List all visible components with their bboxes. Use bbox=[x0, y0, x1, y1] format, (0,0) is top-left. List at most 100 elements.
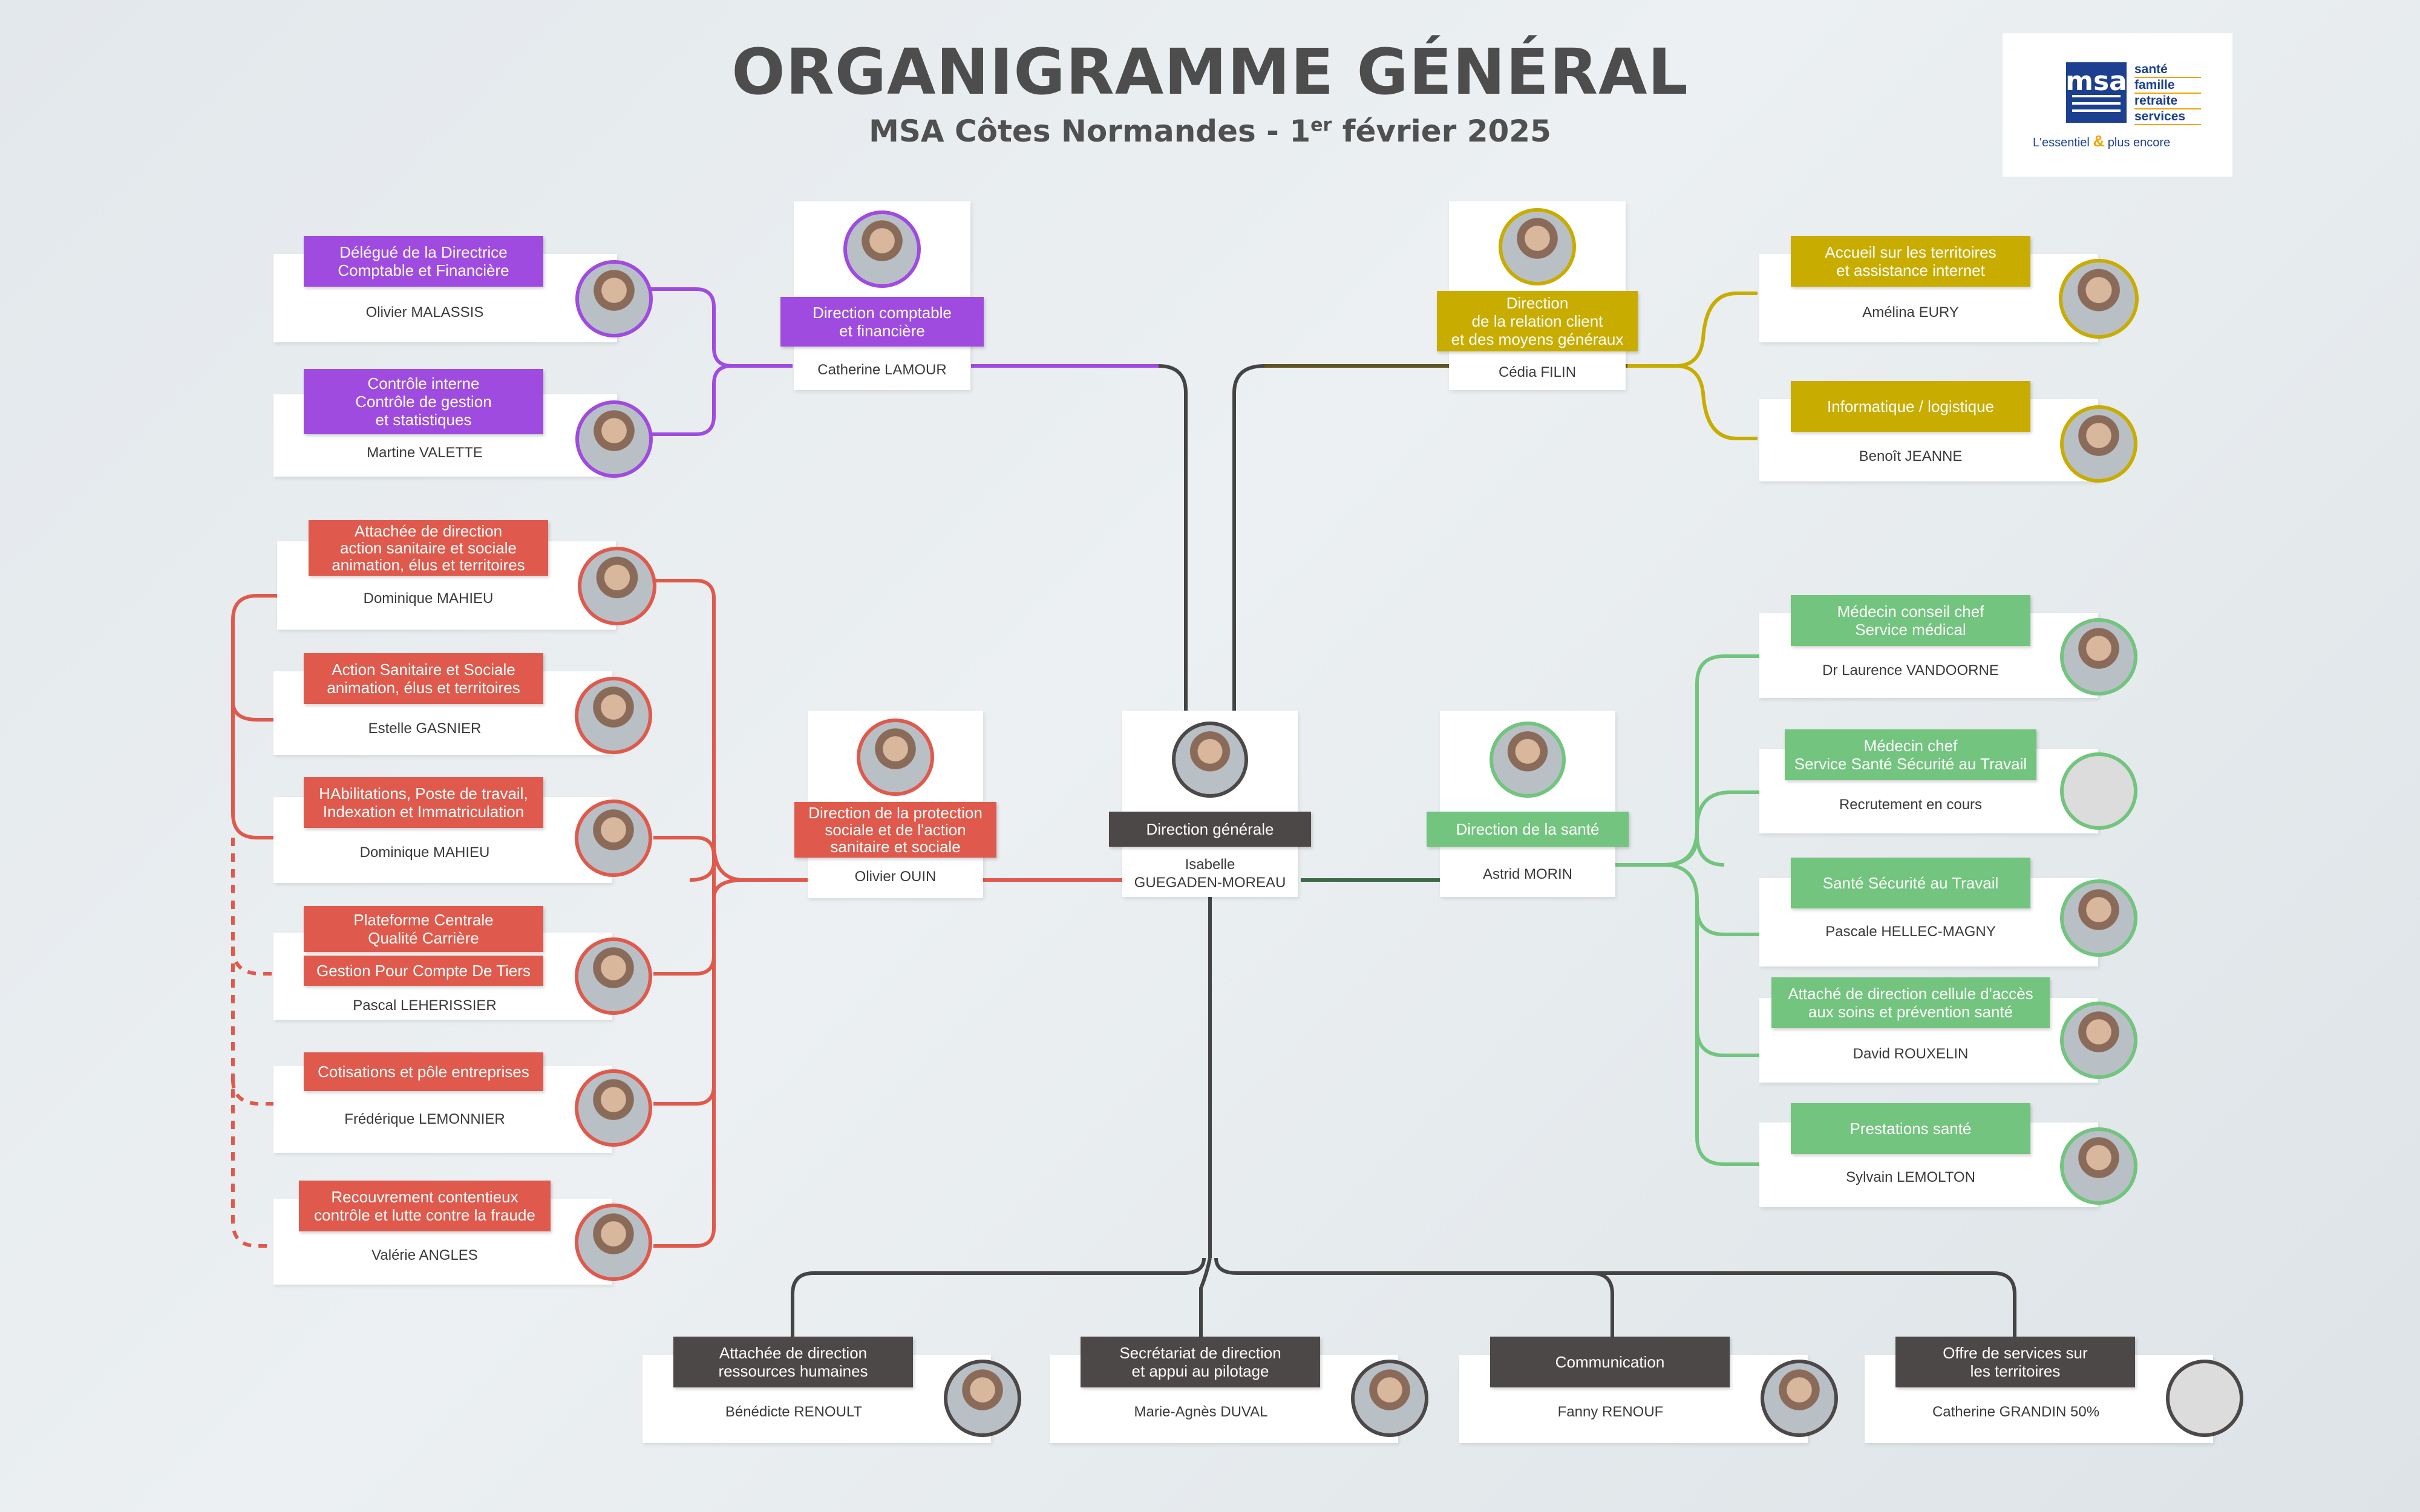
connector-red bbox=[653, 836, 716, 856]
label-unit: Prestations santé bbox=[1791, 1103, 2030, 1154]
avatar-placeholder bbox=[2166, 1360, 2243, 1437]
avatar bbox=[575, 800, 652, 877]
label-unit: Action Sanitaire et Sociale animation, é… bbox=[304, 653, 543, 704]
connector-green bbox=[1663, 863, 1761, 936]
name-unit: Bénédicte RENOULT bbox=[725, 1404, 863, 1420]
label-unit: Secrétariat de direction et appui au pil… bbox=[1081, 1337, 1320, 1387]
label-unit: Contrôle interne Contrôle de gestion et … bbox=[304, 369, 543, 434]
label-direction-sante: Direction de la santé bbox=[1427, 812, 1629, 847]
page-title: ORGANIGRAMME GÉNÉRAL bbox=[731, 35, 1689, 109]
connector-dark bbox=[791, 1257, 1206, 1340]
connector-red-dashed bbox=[231, 946, 284, 976]
page-subtitle: MSA Côtes Normandes - 1er février 2025 bbox=[786, 114, 1634, 149]
logo-slogan: L'essentiel & plus encore bbox=[2033, 132, 2214, 151]
label-unit: Attachée de direction ressources humaine… bbox=[673, 1337, 913, 1387]
avatar bbox=[1761, 1360, 1838, 1437]
name-direction-relation-client: Cédia FILIN bbox=[1498, 364, 1577, 380]
subtitle-sup: er bbox=[1310, 114, 1332, 136]
connector-yellow bbox=[1675, 292, 1758, 368]
avatar bbox=[2059, 259, 2139, 339]
name-unit: Pascale HELLEC-MAGNY bbox=[1825, 924, 1996, 940]
name-unit: David ROUXELIN bbox=[1853, 1046, 1969, 1062]
name-unit: Valérie ANGLES bbox=[371, 1247, 478, 1263]
avatar bbox=[1172, 722, 1248, 798]
label-unit: Médecin conseil chef Service médical bbox=[1791, 595, 2030, 646]
label-unit: Informatique / logistique bbox=[1791, 381, 2030, 432]
subtitle-pre: MSA Côtes Normandes - 1 bbox=[869, 114, 1311, 149]
avatar bbox=[1490, 722, 1566, 798]
logo-slogan-amp: & bbox=[2093, 132, 2105, 150]
logo-line: famille bbox=[2134, 78, 2201, 94]
label-direction-protection-sociale: Direction de la protection sociale et de… bbox=[794, 802, 996, 858]
avatar bbox=[575, 677, 652, 754]
label-unit: Accueil sur les territoires et assistanc… bbox=[1791, 236, 2030, 287]
connector-dark bbox=[1214, 1257, 1614, 1340]
connector-red bbox=[712, 843, 808, 882]
logo-line: services bbox=[2134, 109, 2201, 125]
avatar bbox=[575, 937, 652, 1015]
label-unit: Communication bbox=[1490, 1337, 1730, 1387]
avatar bbox=[944, 1360, 1021, 1437]
logo-slogan-a: L'essentiel bbox=[2033, 136, 2090, 149]
connector-red bbox=[653, 1085, 716, 1106]
label-unit: Santé Sécurité au Travail bbox=[1791, 858, 2030, 908]
name-unit: Pascal LEHERISSIER bbox=[353, 997, 497, 1014]
msa-logo-mark: msa bbox=[2066, 62, 2127, 123]
logo-line: retraite bbox=[2134, 94, 2201, 109]
name-unit: Olivier MALASSIS bbox=[365, 304, 484, 321]
avatar bbox=[575, 1204, 652, 1281]
avatar bbox=[2060, 1127, 2137, 1205]
msa-logo: msa santé famille retraite services L'es… bbox=[2003, 33, 2232, 177]
subtitle-post: février 2025 bbox=[1332, 114, 1551, 149]
connector-red bbox=[712, 878, 745, 899]
label-direction-generale: Direction générale bbox=[1109, 812, 1311, 847]
connector-red bbox=[653, 955, 716, 976]
connector-violet bbox=[650, 287, 793, 368]
name-unit: Benoît JEANNE bbox=[1859, 448, 1963, 464]
label-unit: HAbilitations, Poste de travail, Indexat… bbox=[304, 777, 543, 828]
name-unit: Fanny RENOUF bbox=[1557, 1404, 1664, 1420]
connector-red-dashed bbox=[231, 1079, 284, 1106]
avatar bbox=[575, 400, 653, 478]
connector-dark bbox=[1199, 1257, 1212, 1340]
connector-dark bbox=[1158, 364, 1188, 711]
label-unit: Cotisations et pôle entreprises bbox=[304, 1052, 543, 1091]
connector-red-dashed bbox=[231, 838, 284, 1248]
name-direction-comptable: Catherine LAMOUR bbox=[817, 362, 947, 378]
label-direction-comptable: Direction comptable et financière bbox=[780, 297, 984, 347]
avatar-placeholder bbox=[2060, 752, 2137, 830]
name-unit: Dr Laurence VANDOORNE bbox=[1822, 662, 1999, 679]
name-unit: Dominique MAHIEU bbox=[363, 590, 494, 607]
connector-red bbox=[689, 861, 716, 882]
logo-line: santé bbox=[2134, 62, 2201, 78]
avatar bbox=[2060, 405, 2137, 483]
connector-dark bbox=[1232, 364, 1265, 711]
connector-green bbox=[1663, 790, 1761, 867]
name-unit: Catherine GRANDIN 50% bbox=[1932, 1404, 2100, 1420]
connector-violet bbox=[650, 364, 733, 436]
label-unit: Médecin chef Service Santé Sécurité au T… bbox=[1785, 729, 2036, 780]
logo-slogan-b: plus encore bbox=[2107, 136, 2171, 149]
label-unit-secondary: Gestion Pour Compte De Tiers bbox=[304, 956, 543, 986]
connector-dark bbox=[1591, 1271, 2016, 1340]
avatar bbox=[2060, 618, 2137, 696]
avatar bbox=[575, 1069, 652, 1147]
label-unit: Recouvrement contentieux contrôle et lut… bbox=[299, 1181, 551, 1231]
avatar bbox=[2060, 1002, 2137, 1079]
name-unit: Estelle GASNIER bbox=[368, 720, 482, 737]
connector-green bbox=[1695, 834, 1725, 867]
name-unit: Recrutement en cours bbox=[1839, 797, 1983, 813]
connector-green bbox=[1615, 654, 1761, 867]
label-unit: Délégué de la Directrice Comptable et Fi… bbox=[304, 236, 543, 287]
connector-red bbox=[653, 579, 716, 1248]
name-unit: Martine VALETTE bbox=[367, 445, 483, 461]
avatar bbox=[1499, 208, 1576, 285]
avatar bbox=[578, 547, 656, 625]
name-direction-sante: Astrid MORIN bbox=[1482, 866, 1572, 882]
name-direction-protection-sociale: Olivier OUIN bbox=[854, 868, 937, 885]
logo-lines: santé famille retraite services bbox=[2134, 62, 2201, 125]
name-direction-generale: Isabelle GUEGADEN-MOREAU bbox=[1134, 856, 1286, 891]
name-unit: Dominique MAHIEU bbox=[359, 844, 490, 861]
connector-red bbox=[231, 702, 284, 839]
